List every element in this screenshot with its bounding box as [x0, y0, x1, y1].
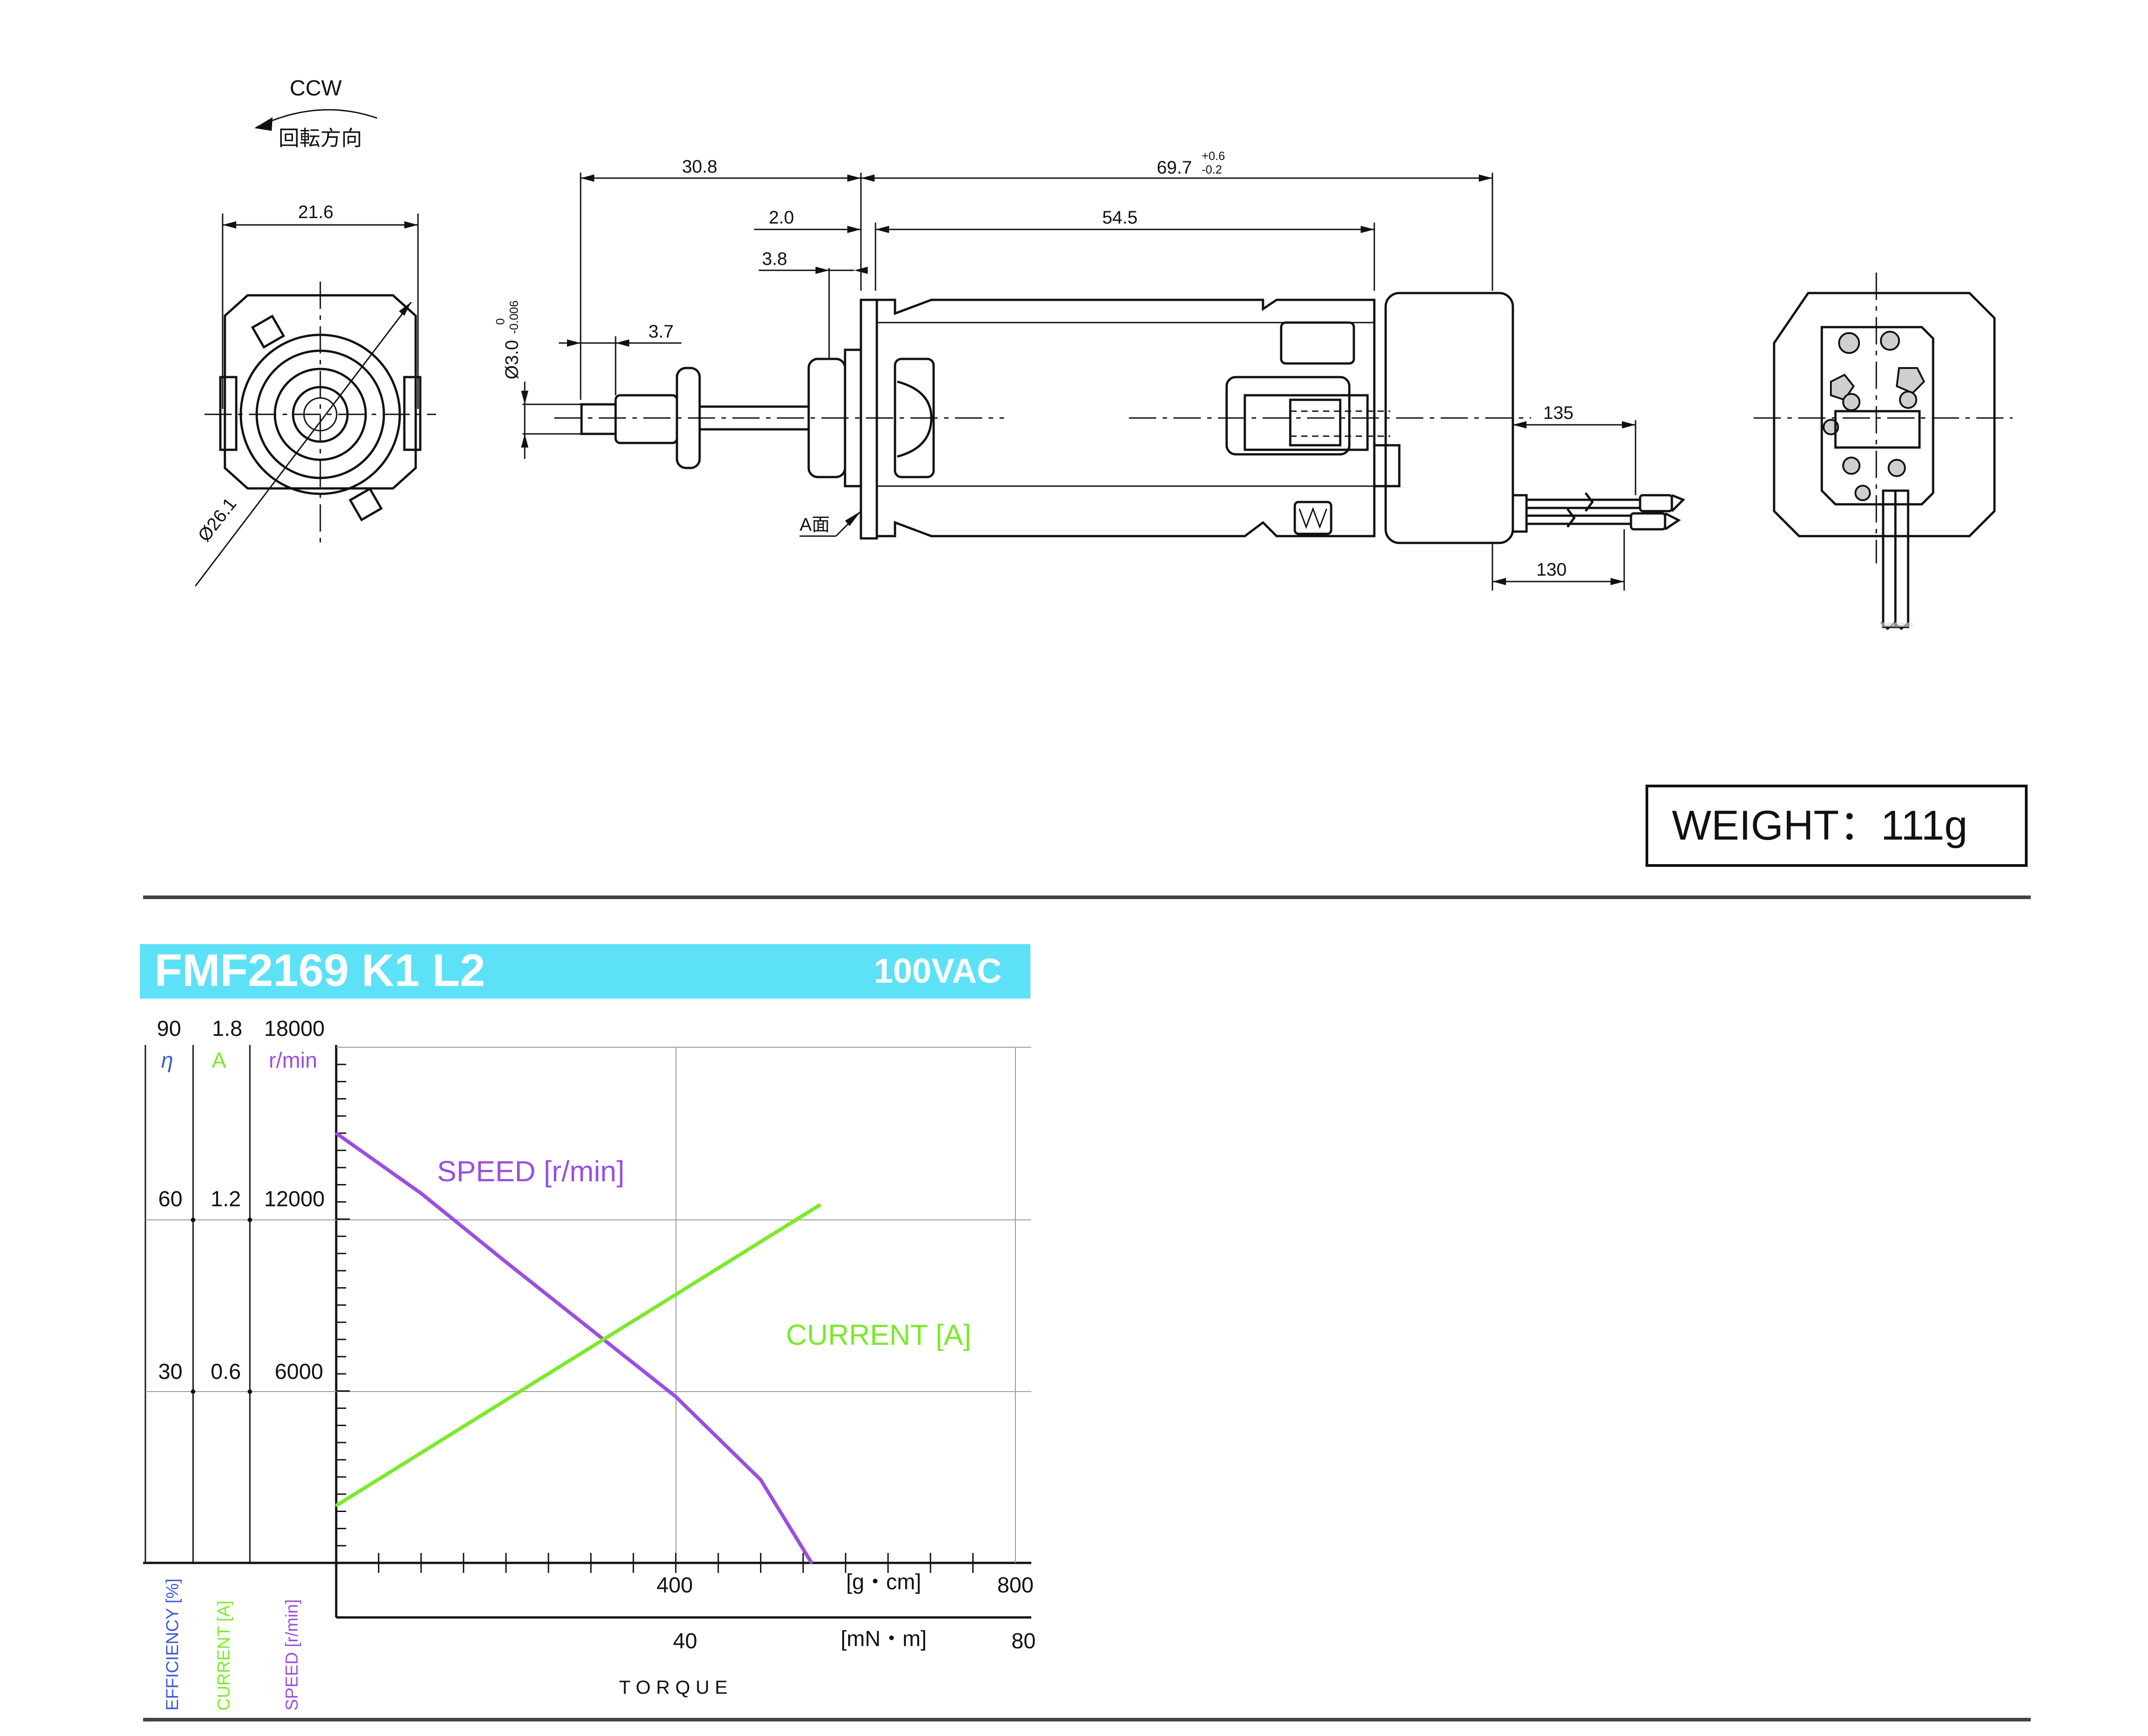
rotation-direction-jp-label: 回転方向	[278, 126, 362, 150]
speed-point	[760, 1479, 762, 1481]
front-width-dim: 21.6	[298, 202, 333, 222]
front-view: CCW 回転方向 21.6 Ø26.1	[194, 76, 436, 587]
speed-point	[675, 1396, 677, 1398]
dim-2-0: 2.0	[769, 208, 794, 228]
performance-chart: 90 1.8 18000 η A r/min 60 1.2 12000 30 0…	[143, 1017, 1036, 1711]
dim-3-8: 3.8	[762, 249, 787, 269]
rear-view	[1754, 273, 2013, 631]
speed-point	[590, 1328, 592, 1331]
x-mnm-tick-80: 80	[1011, 1629, 1035, 1653]
dim-69-7: 69.7	[1157, 158, 1192, 178]
torque-label: TORQUE	[619, 1676, 733, 1698]
eff-top-tick: 90	[157, 1017, 181, 1041]
rotation-direction-label: CCW	[290, 76, 342, 100]
x-minor-ticks	[378, 1553, 974, 1573]
speed-point	[420, 1192, 422, 1194]
current-curve	[335, 1203, 821, 1507]
model-name: FMF2169 K1 L2	[154, 945, 485, 996]
current-axis-label: CURRENT [A]	[214, 1601, 234, 1711]
eff-tick-60: 60	[158, 1187, 182, 1211]
weight-label: WEIGHT：111g	[1672, 802, 1968, 849]
speed-point	[810, 1562, 813, 1564]
speed-point	[505, 1261, 507, 1263]
spd-top-tick: 18000	[264, 1017, 324, 1041]
eff-unit: η	[161, 1049, 174, 1073]
dim-54-5: 54.5	[1102, 208, 1138, 228]
lead-length-135: 135	[1543, 403, 1574, 423]
dim-30-8: 30.8	[682, 157, 717, 177]
x-gcm-tick-800: 800	[997, 1573, 1034, 1597]
cur-tick-0-6: 0.6	[211, 1360, 241, 1384]
spd-tick-6000: 6000	[275, 1360, 323, 1384]
rotation-arrow-icon	[256, 109, 378, 128]
shaft-tol-lower: -0.006	[507, 300, 521, 334]
cur-unit: A	[212, 1049, 226, 1073]
x-mnm-tick-40: 40	[673, 1629, 697, 1653]
efficiency-axis-label: EFFICIENCY [%]	[163, 1578, 182, 1711]
spd-tick-12000: 12000	[264, 1187, 324, 1211]
speed-axis-label: SPEED [r/min]	[283, 1599, 302, 1711]
shaft-diameter-dim: Ø3.0	[502, 340, 522, 379]
spd-unit: r/min	[269, 1049, 318, 1073]
side-view: 30.8 69.7 +0.6 -0.2 2.0 54.5 3.8 3.7 Ø3.…	[493, 149, 1686, 591]
dim-69-7-tol-minus: -0.2	[1202, 163, 1222, 176]
voltage-label: 100VAC	[874, 952, 1002, 990]
chart-header: FMF2169 K1 L2 100VAC	[140, 944, 1030, 999]
x-gcm-tick-400: 400	[656, 1573, 693, 1597]
current-point	[335, 1504, 337, 1507]
front-diameter-dim: Ø26.1	[194, 494, 240, 546]
y-minor-ticks	[336, 1064, 350, 1547]
weight-box: WEIGHT：111g	[1646, 785, 2028, 867]
face-a-label: A面	[800, 515, 830, 535]
dim-3-7: 3.7	[648, 322, 674, 342]
speed-point	[335, 1132, 337, 1134]
current-point	[819, 1204, 821, 1206]
cur-tick-1-2: 1.2	[211, 1187, 241, 1211]
eff-tick-30: 30	[158, 1360, 182, 1384]
speed-curve-label: SPEED [r/min]	[437, 1155, 625, 1188]
current-curve-label: CURRENT [A]	[786, 1318, 971, 1351]
cur-top-tick: 1.8	[212, 1017, 243, 1041]
chart-header-bar	[140, 944, 1030, 999]
dim-69-7-tol-plus: +0.6	[1202, 149, 1225, 163]
speed-curve	[335, 1131, 813, 1564]
lead-length-130: 130	[1536, 560, 1567, 580]
shaft-tol-upper: 0	[493, 318, 507, 325]
x-mnm-unit: [mN・m]	[840, 1627, 926, 1651]
x-gcm-unit: [g・cm]	[846, 1570, 921, 1594]
